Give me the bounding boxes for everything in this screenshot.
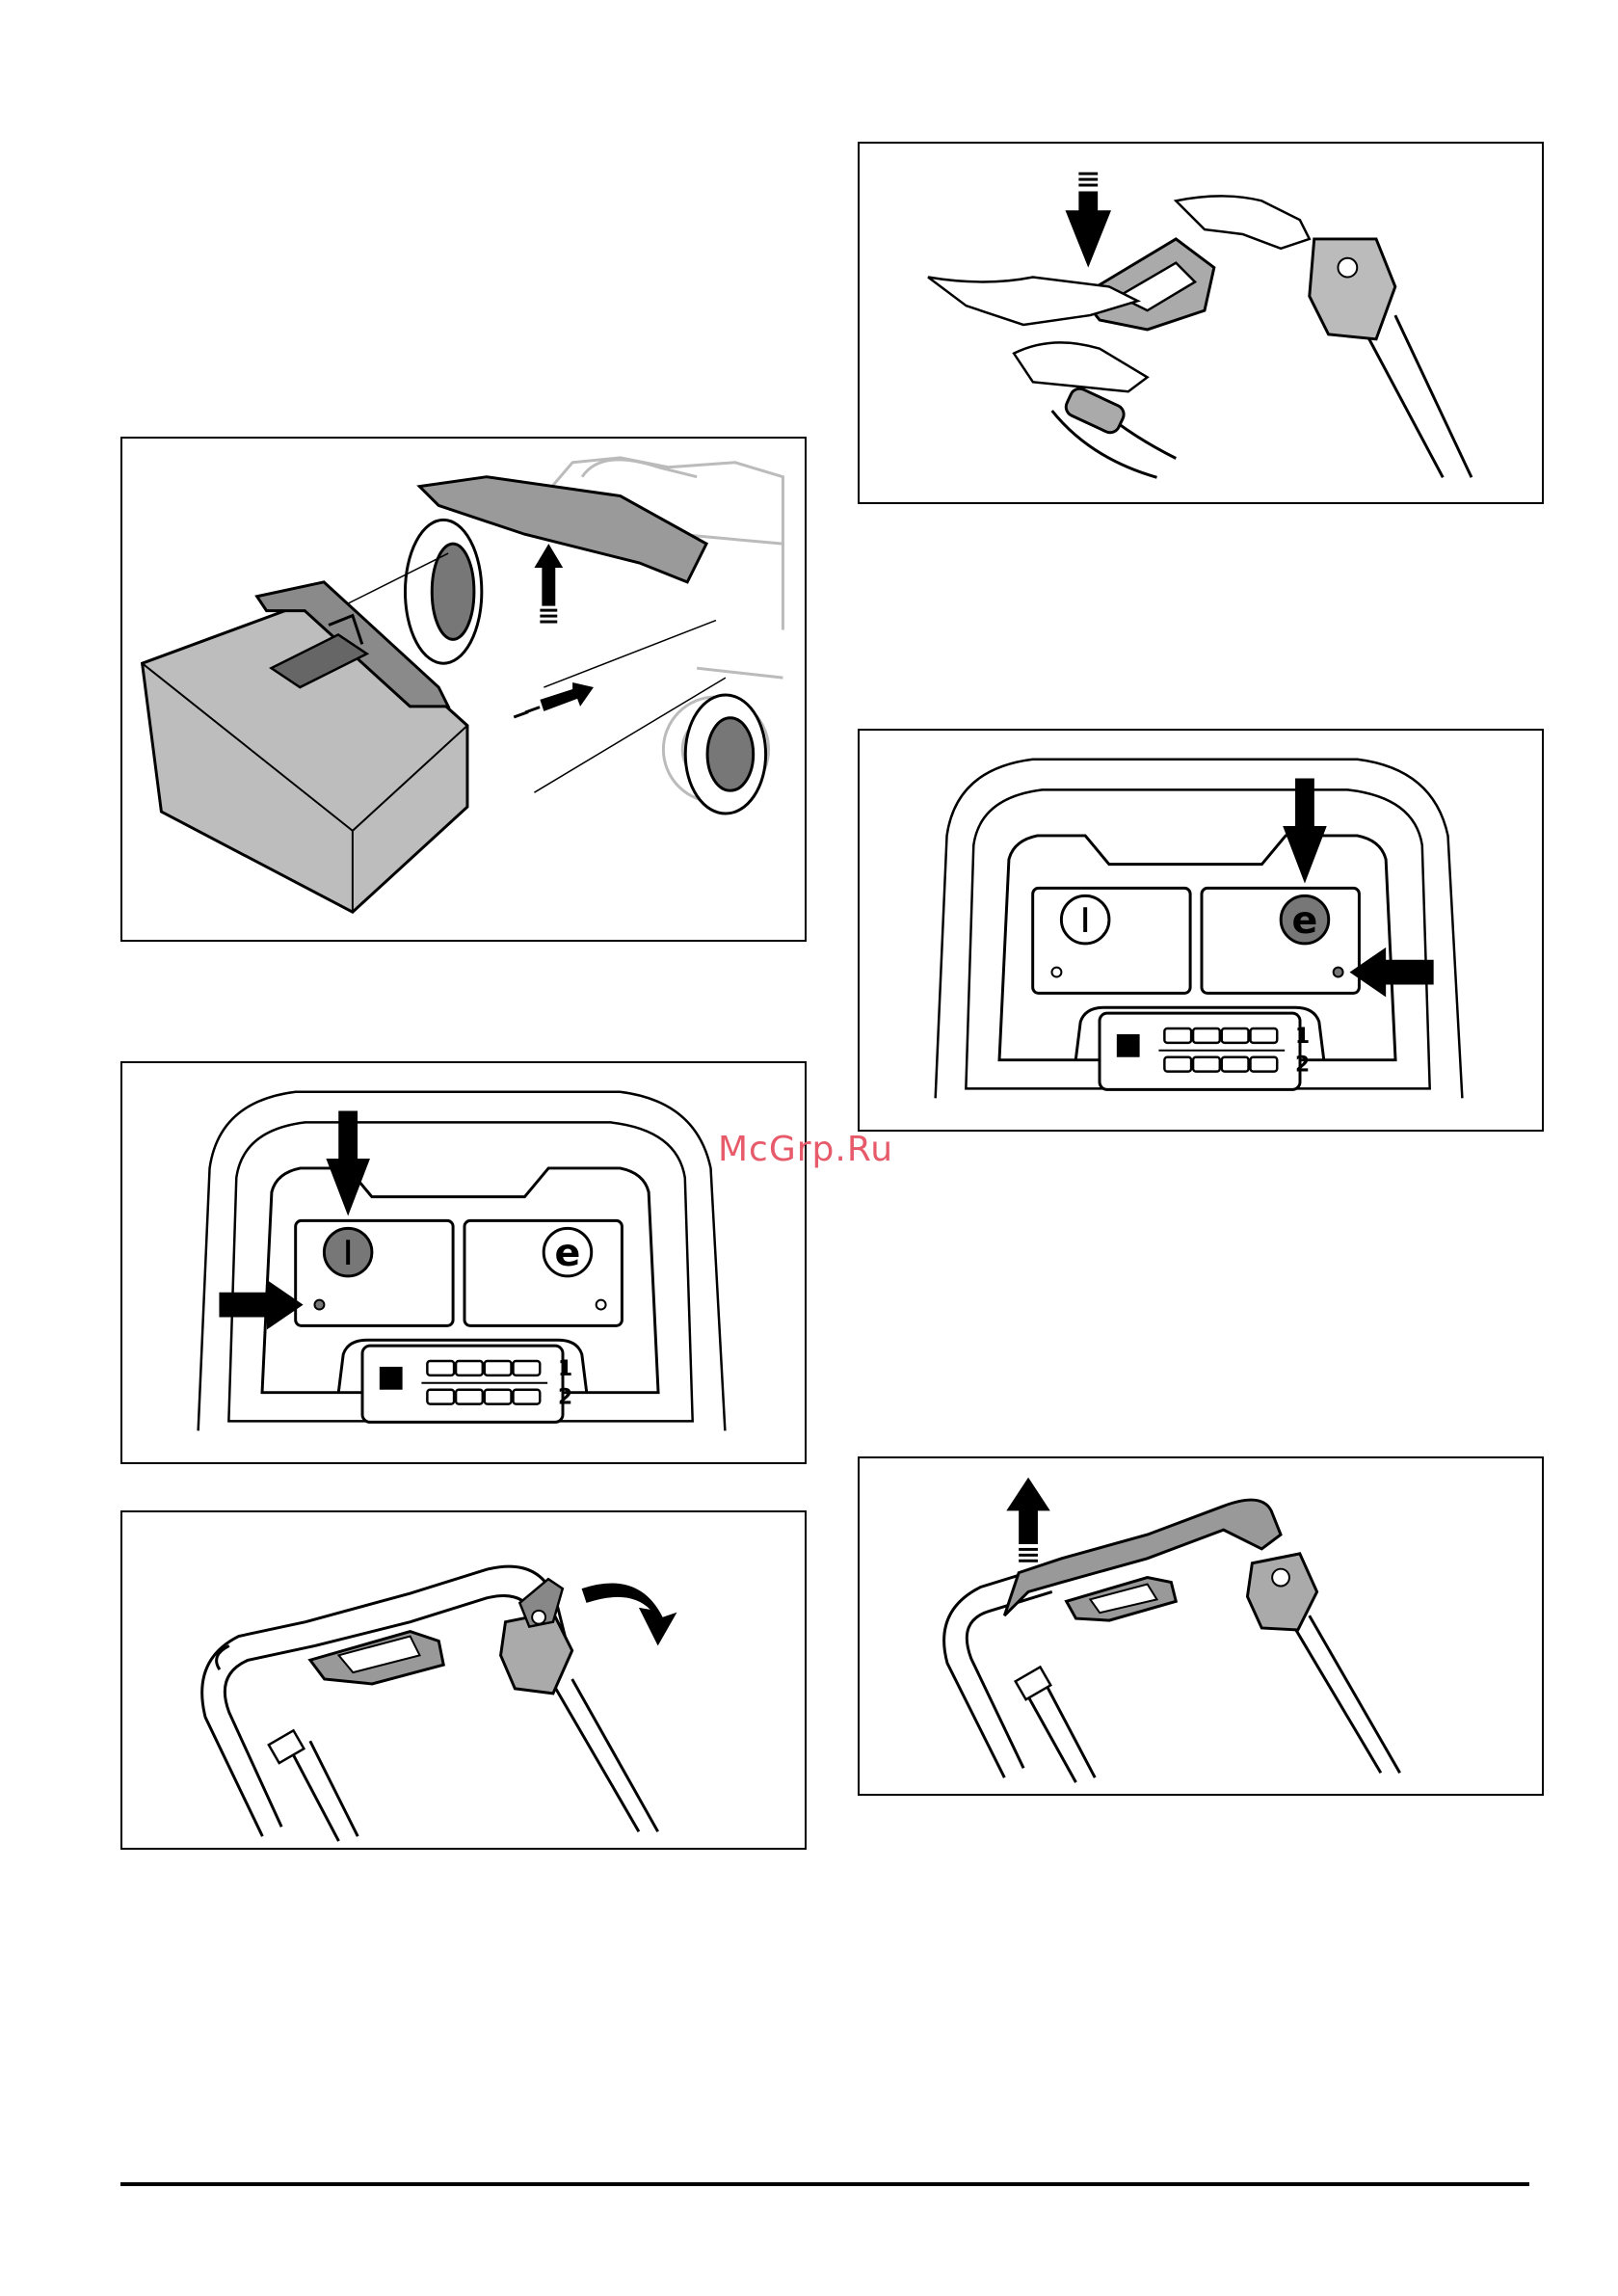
control-panel-power-illustration: e 1 2 xyxy=(122,1063,805,1462)
fig-control-panel-power: e 1 2 xyxy=(120,1061,807,1464)
fig-handle-lever-release xyxy=(120,1510,807,1850)
control-panel-eco-illustration: e 1 2 xyxy=(860,731,1542,1130)
handle-press-illustration xyxy=(860,144,1542,502)
footer-rule xyxy=(120,2182,1529,2186)
fig-grass-catcher-install xyxy=(120,437,807,942)
watermark-text: McGrp.Ru xyxy=(718,1130,893,1169)
fig-handle-fold-press xyxy=(858,142,1544,504)
indicator-label-2: 2 xyxy=(558,1386,572,1410)
grass-catcher-illustration xyxy=(122,439,805,940)
fig-control-panel-eco: e 1 2 xyxy=(858,729,1544,1132)
handle-lever-illustration xyxy=(122,1512,805,1848)
handle-lift-illustration xyxy=(860,1458,1542,1794)
indicator-label-2: 2 xyxy=(1295,1054,1310,1078)
indicator-label-1: 1 xyxy=(558,1357,572,1381)
svg-text:e: e xyxy=(1292,898,1318,943)
fig-handle-lift xyxy=(858,1456,1544,1796)
svg-text:e: e xyxy=(555,1231,581,1275)
indicator-label-1: 1 xyxy=(1295,1025,1310,1049)
